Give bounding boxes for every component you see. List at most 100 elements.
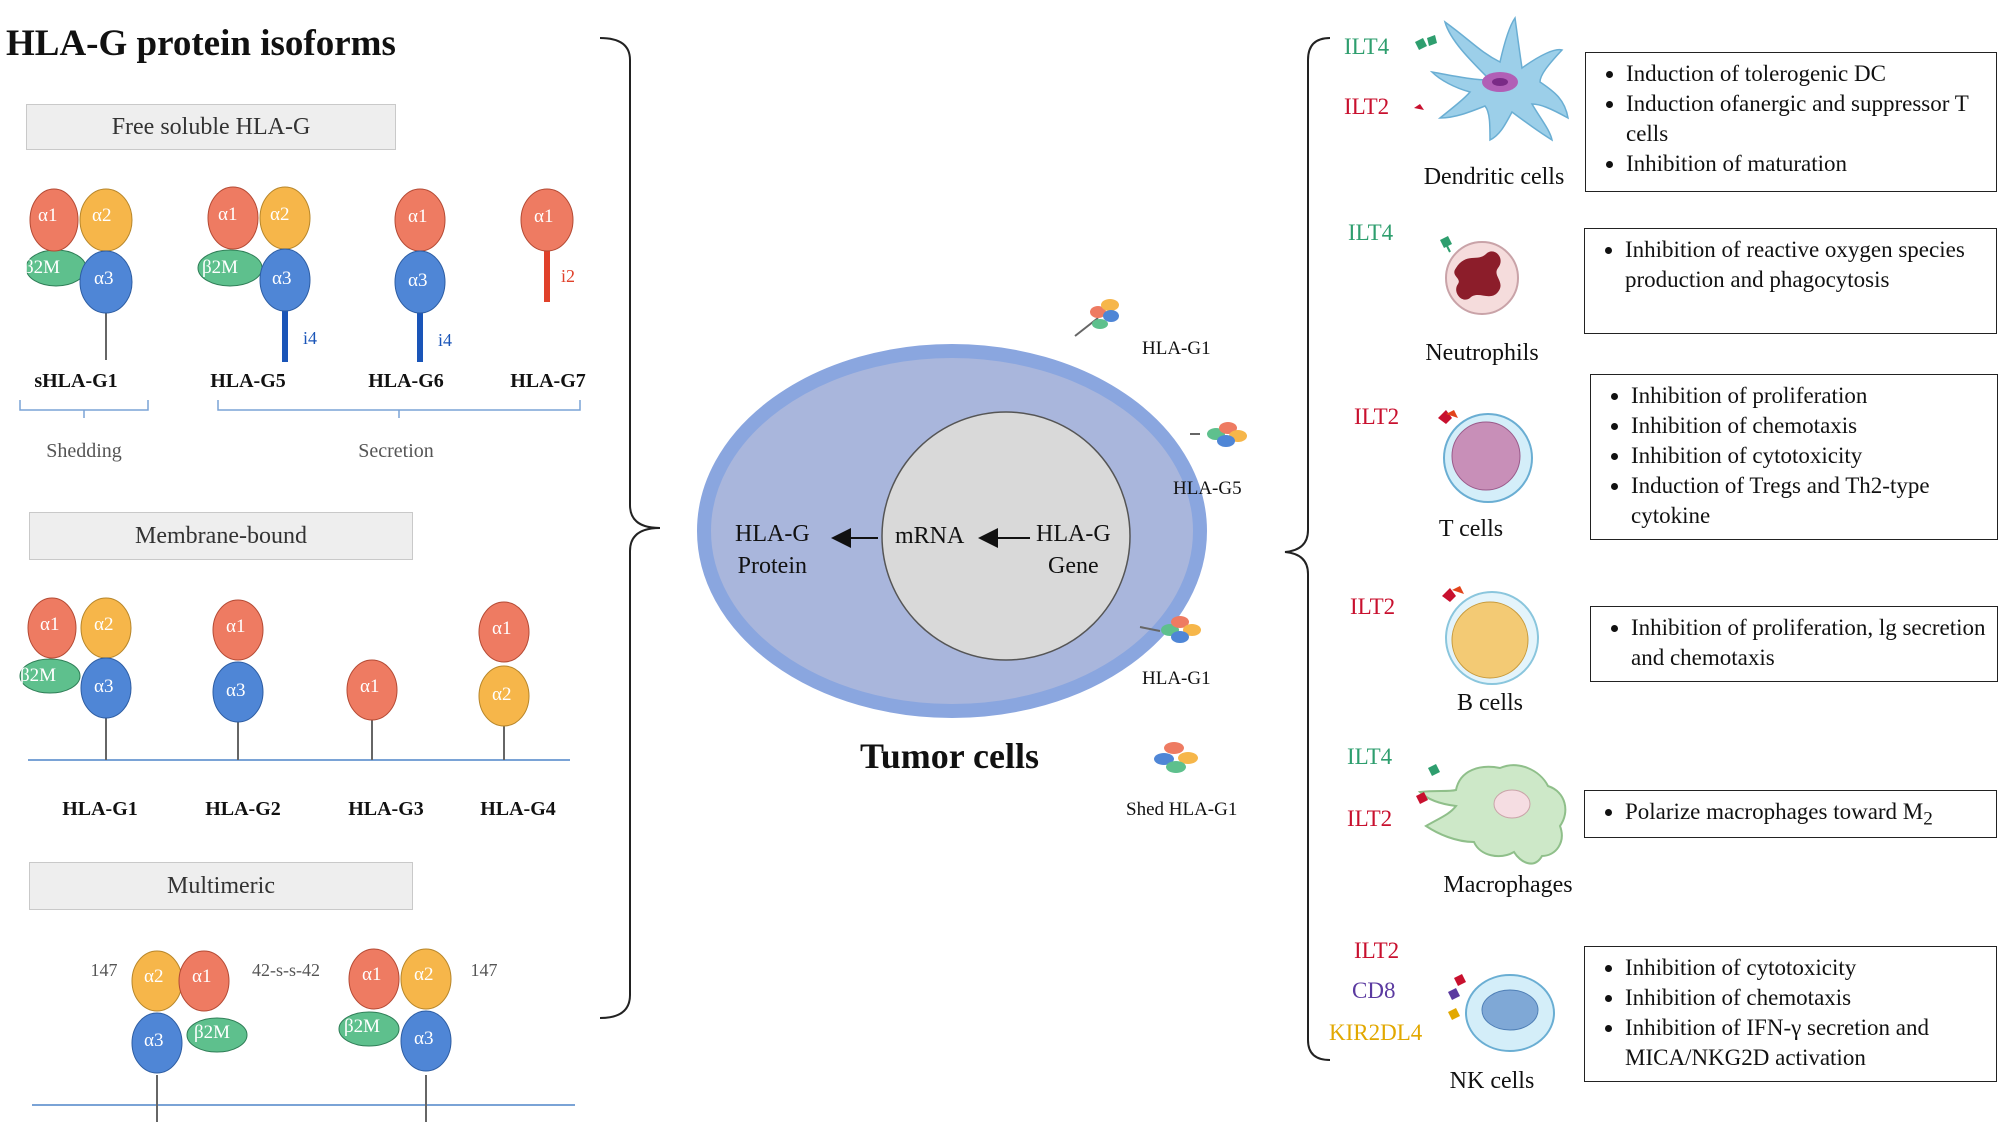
mrna-label: mRNA <box>895 523 965 549</box>
isoform-membrane-hla-g1: HLA-G1 <box>62 798 138 820</box>
tumor-shed-hla-g1 <box>1154 742 1198 773</box>
effect-item: Induction ofanergic and suppressor T cel… <box>1626 89 1986 149</box>
tumor-hla-g5 <box>1190 422 1247 447</box>
effect-item: Inhibition of cytotoxicity <box>1631 441 1987 471</box>
mm-left-a3-label: α3 <box>144 1030 164 1051</box>
hla-g1-m-a2-label: α2 <box>94 614 114 635</box>
t-cell-icon <box>1438 410 1533 503</box>
effect-box-b-cells: Inhibition of proliferation, lg secretio… <box>1590 606 1998 682</box>
hla-g5-a2-label: α2 <box>270 204 290 225</box>
tumor-cells-label: Tumor cells <box>860 736 1040 776</box>
hla-g4-m-a2-label: α2 <box>492 684 512 705</box>
effect-box-macrophages: Polarize macrophages toward M2 <box>1584 790 1997 838</box>
effect-list-dendritic: Induction of tolerogenic DC Induction of… <box>1602 59 1986 179</box>
dc-receptor-ilt4: ILT4 <box>1344 34 1390 59</box>
hla-g5-b2m-label: β2M <box>202 257 239 278</box>
mm-right-b2m-label: β2M <box>344 1016 381 1037</box>
multimer-disulfide: 42-s-s-42 <box>252 960 320 980</box>
effect-item: Inhibition of chemotaxis <box>1631 411 1987 441</box>
hla-g4-membrane-molecule <box>478 601 530 760</box>
cell-name-dendritic: Dendritic cells <box>1423 164 1565 190</box>
mm-left-a1-label: α1 <box>192 966 212 987</box>
hla-g6-a3-label: α3 <box>408 270 428 291</box>
b-cell-icon <box>1442 586 1539 685</box>
effect-list-nk-cells: Inhibition of cytotoxicity Inhibition of… <box>1601 953 1986 1073</box>
left-panel-brace <box>599 37 661 1019</box>
isoform-membrane-hla-g4: HLA-G4 <box>480 798 556 820</box>
isoform-membrane-hla-g3: HLA-G3 <box>348 798 424 820</box>
mm-right-a3-label: α3 <box>414 1028 434 1049</box>
shla-g1-molecule <box>25 188 133 360</box>
effect-item: Induction of tolerogenic DC <box>1626 59 1986 89</box>
nk-cell-icon <box>1448 974 1555 1052</box>
side-label-hla-g5: HLA-G5 <box>1173 478 1242 499</box>
dc-receptor-ilt2: ILT2 <box>1344 94 1390 119</box>
effect-item: Polarize macrophages toward M2 <box>1625 797 1986 835</box>
effect-item: Induction of Tregs and Th2-type cytokine <box>1631 471 1987 531</box>
hla-g6-molecule <box>394 188 446 362</box>
section-free-soluble: Free soluble HLA-G <box>26 104 396 150</box>
right-panel-brace <box>1284 37 1331 1061</box>
multimer-right-molecule <box>338 948 452 1122</box>
tumor-hla-g1-membrane <box>1139 616 1201 643</box>
figure-title: HLA-G protein isoforms <box>6 23 396 64</box>
side-label-hla-g1-top: HLA-G1 <box>1142 338 1211 359</box>
section-membrane-bound: Membrane-bound <box>29 512 413 560</box>
shla-g1-a3-label: α3 <box>94 268 114 289</box>
section-membrane-bound-label: Membrane-bound <box>135 522 307 549</box>
effect-item: Inhibition of reactive oxygen species pr… <box>1625 235 1986 295</box>
macrophage-receptor-ilt2: ILT2 <box>1347 806 1393 831</box>
hla-g5-i4-label: i4 <box>303 328 318 348</box>
hla-g5-a1-label: α1 <box>218 204 238 225</box>
hla-g5-a3-label: α3 <box>272 268 292 289</box>
effect-list-macrophages: Polarize macrophages toward M2 <box>1601 797 1986 835</box>
mm-left-b2m-label: β2M <box>194 1022 231 1043</box>
hla-g6-a1-label: α1 <box>408 206 428 227</box>
effect-subscript: 2 <box>1923 808 1933 830</box>
hla-g1-membrane-molecule <box>19 597 132 760</box>
mm-left-a2-label: α2 <box>144 966 164 987</box>
hla-g1-m-a3-label: α3 <box>94 676 114 697</box>
shla-g1-a1-label: α1 <box>38 205 58 226</box>
hla-g5-molecule <box>197 186 311 362</box>
side-label-shed-hla-g1: Shed HLA-G1 <box>1126 799 1238 820</box>
isoform-hla-g5: HLA-G5 <box>210 370 286 392</box>
neutrophil-icon <box>1440 236 1519 315</box>
mm-right-a1-label: α1 <box>362 964 382 985</box>
neutrophil-receptor-ilt4: ILT4 <box>1348 220 1394 245</box>
macrophage-icon <box>1416 764 1567 865</box>
cell-name-b-cells: B cells <box>1457 690 1523 716</box>
effect-item: Inhibition of IFN-γ secretion and MICA/N… <box>1625 1013 1986 1073</box>
shla-g1-b2m-label: β2M <box>24 257 61 278</box>
mm-right-a2-label: α2 <box>414 964 434 985</box>
effect-item: Inhibition of proliferation, lg secretio… <box>1631 613 1987 673</box>
hla-g3-membrane-molecule <box>346 659 398 760</box>
effect-list-b-cells: Inhibition of proliferation, lg secretio… <box>1607 613 1987 673</box>
gene-line-2: Gene <box>1048 553 1099 579</box>
hla-g7-molecule <box>520 188 574 302</box>
protein-line-1: HLA-G <box>735 521 810 547</box>
hla-g-gene-label: HLA-G Gene <box>1036 518 1111 582</box>
effect-item: Inhibition of chemotaxis <box>1625 983 1986 1013</box>
effect-item: Inhibition of proliferation <box>1631 381 1987 411</box>
side-label-hla-g1-membrane: HLA-G1 <box>1142 668 1211 689</box>
isoform-membrane-hla-g2: HLA-G2 <box>205 798 281 820</box>
effect-box-t-cells: Inhibition of proliferation Inhibition o… <box>1590 374 1998 540</box>
shedding-label: Shedding <box>46 440 122 462</box>
cell-name-t-cells: T cells <box>1438 516 1504 542</box>
effect-list-neutrophils: Inhibition of reactive oxygen species pr… <box>1601 235 1986 295</box>
nk-receptor-cd8: CD8 <box>1352 978 1396 1003</box>
isoform-hla-g7: HLA-G7 <box>510 370 586 392</box>
multimer-147-left: 147 <box>90 960 118 980</box>
hla-g7-i2-label: i2 <box>561 266 576 286</box>
secretion-label: Secretion <box>358 440 434 462</box>
effect-item: Inhibition of cytotoxicity <box>1625 953 1986 983</box>
section-multimeric-label: Multimeric <box>167 872 275 899</box>
gene-line-1: HLA-G <box>1036 521 1111 547</box>
effect-box-neutrophils: Inhibition of reactive oxygen species pr… <box>1584 228 1997 334</box>
tumor-hla-g1-top <box>1074 299 1119 337</box>
section-free-soluble-label: Free soluble HLA-G <box>111 113 311 140</box>
hla-g-protein-label: HLA-G Protein <box>735 518 810 582</box>
effect-box-dendritic: Induction of tolerogenic DC Induction of… <box>1585 52 1997 192</box>
